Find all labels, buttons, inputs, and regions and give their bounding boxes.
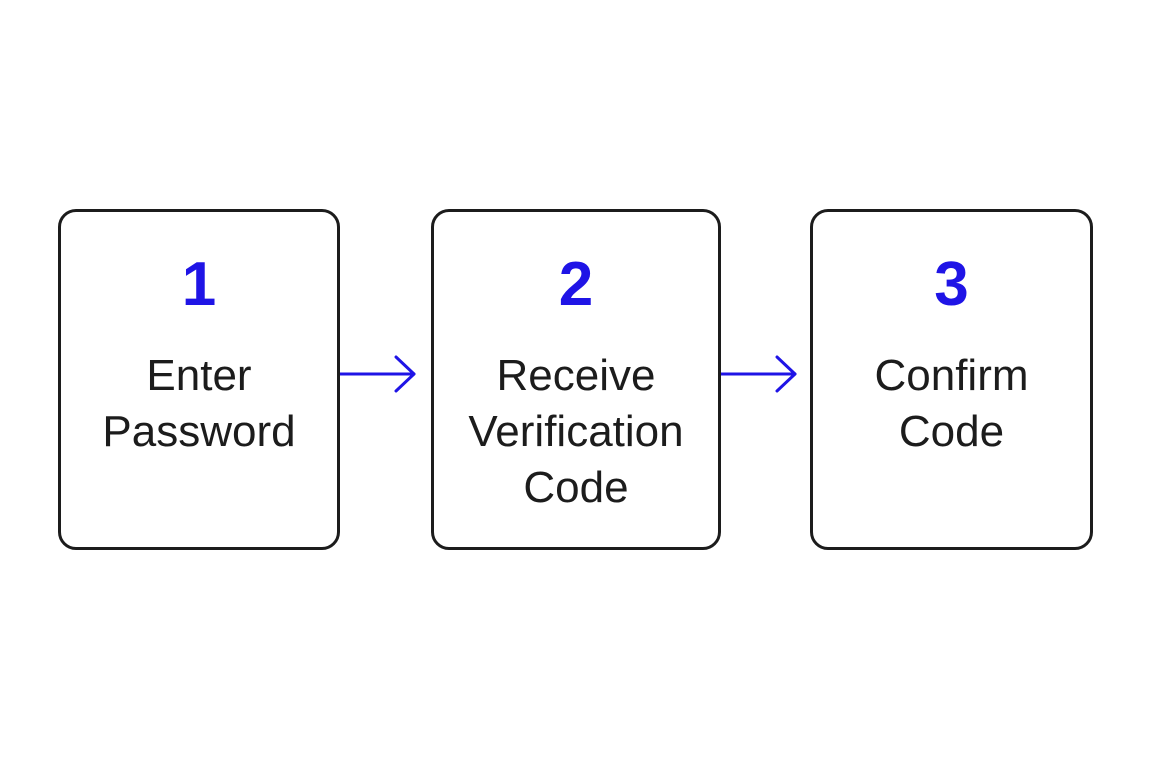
step-label-line: Verification <box>468 407 684 456</box>
step-label-line: Code <box>523 463 629 512</box>
right-arrow-icon <box>340 355 416 393</box>
step-number: 1 <box>181 250 217 319</box>
step-box-confirm-code: 3 Confirm Code <box>810 209 1093 550</box>
step-label: Receive Verification Code <box>434 348 718 516</box>
step-box-enter-password: 1 Enter Password <box>58 209 340 550</box>
step-label-line: Receive <box>496 351 656 400</box>
step-label-line: Code <box>898 407 1005 456</box>
step-number: 3 <box>934 250 969 319</box>
step-label: Enter Password <box>61 348 337 460</box>
step-label-line: Password <box>102 407 296 456</box>
step-box-receive-verification-code: 2 Receive Verification Code <box>431 209 721 550</box>
step-number: 2 <box>558 250 594 319</box>
step-label-line: Enter <box>146 351 252 400</box>
right-arrow-icon <box>721 355 797 393</box>
step-label-line: Confirm <box>874 351 1029 400</box>
step-label: Confirm Code <box>813 348 1090 460</box>
